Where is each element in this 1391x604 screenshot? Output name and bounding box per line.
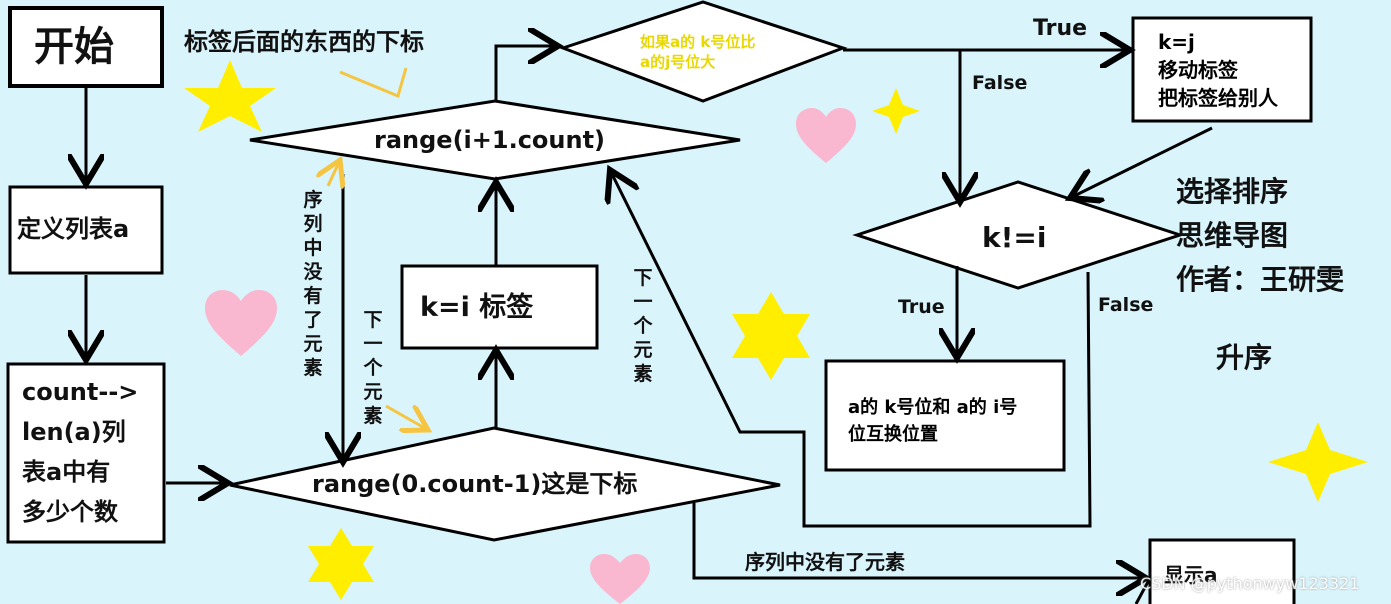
count-label: count--> len(a)列 表a中有 多少个数 (22, 372, 138, 532)
hexstar-decoration (732, 292, 810, 380)
start-label: 开始 (34, 24, 114, 70)
outer-loop-label: range(0.count-1)这是下标 (312, 470, 638, 498)
side-author: 作者：王研雯 (1176, 263, 1345, 296)
count-line: len(a)列 (22, 418, 126, 446)
show-tail-line (1134, 577, 1152, 604)
false-label: False (1098, 294, 1154, 316)
decorations (184, 60, 1368, 604)
move-box (1131, 16, 1313, 123)
true-label: True (898, 296, 945, 318)
move-line: 移动标签 (1158, 58, 1238, 82)
check-label: k!=i (982, 221, 1047, 254)
watermark: CSDN @pythonwyw123321 (1140, 574, 1360, 593)
heart-decoration (205, 290, 277, 356)
arrow-move-to-check (1070, 126, 1213, 198)
star-decoration (184, 60, 276, 132)
mark-i-label: k=i 标签 (420, 292, 534, 323)
pencil-arrow (339, 67, 408, 99)
no-elements-horizontal: 序列中没有了元素 (745, 550, 905, 574)
count-line: 表a中有 (22, 458, 111, 486)
true-label: True (1033, 16, 1088, 41)
arrow-outer-to-show (692, 503, 1146, 578)
side-title: 选择排序 (1176, 175, 1289, 208)
next-element-vertical: 下一个元素 (633, 267, 653, 385)
heart-decoration (796, 108, 856, 163)
connectors (86, 46, 1213, 604)
no-elements-vertical: 序列中没有了元素 (303, 189, 323, 379)
false-label: False (972, 72, 1028, 94)
move-line: 把标签给别人 (1158, 86, 1278, 110)
mark-i-box (400, 264, 599, 350)
pencil-arrow (328, 160, 340, 186)
count-line: count--> (22, 378, 139, 406)
move-line: k=j (1158, 30, 1195, 54)
side-order: 升序 (1216, 341, 1273, 374)
swap-box (824, 359, 1066, 472)
hexstar-decoration (308, 528, 374, 600)
count-box (6, 362, 166, 544)
top-note: 标签后面的东西的下标 (184, 28, 424, 56)
side-subtitle: 思维导图 (1176, 219, 1289, 252)
highlight-arrows (328, 67, 428, 430)
show-box (1148, 538, 1296, 604)
count-line: 多少个数 (22, 498, 118, 526)
sparkle-decoration (1268, 422, 1368, 502)
show-label: 显示a (1164, 563, 1218, 587)
arrow-check-false (610, 170, 1092, 528)
inner-loop-label: range(i+1.count) (374, 126, 606, 154)
swap-line: a的 k号位和 a的 i号 (848, 397, 1018, 418)
define-list-label: 定义列表a (17, 215, 130, 243)
swap-label: a的 k号位和 a的 i号 位互换位置 (848, 394, 1017, 448)
compare-label: 如果a的 k号位比 a的j号位大 (640, 32, 755, 72)
pencil-arrow (385, 406, 428, 430)
next-element-vertical: 下一个元素 (363, 309, 383, 427)
compare-diamond (558, 0, 848, 103)
outer-loop-diamond (229, 426, 781, 542)
compare-line: 如果a的 k号位比 (640, 33, 756, 51)
move-label: k=j 移动标签 把标签给别人 (1158, 28, 1278, 112)
sparkle-decoration (872, 88, 920, 134)
swap-line: 位互换位置 (848, 424, 938, 445)
start-box (8, 6, 164, 88)
heart-decoration (590, 554, 650, 604)
inner-loop-diamond (249, 99, 741, 181)
arrow-inner-to-compare (494, 46, 558, 101)
compare-line: a的j号位大 (640, 53, 716, 71)
